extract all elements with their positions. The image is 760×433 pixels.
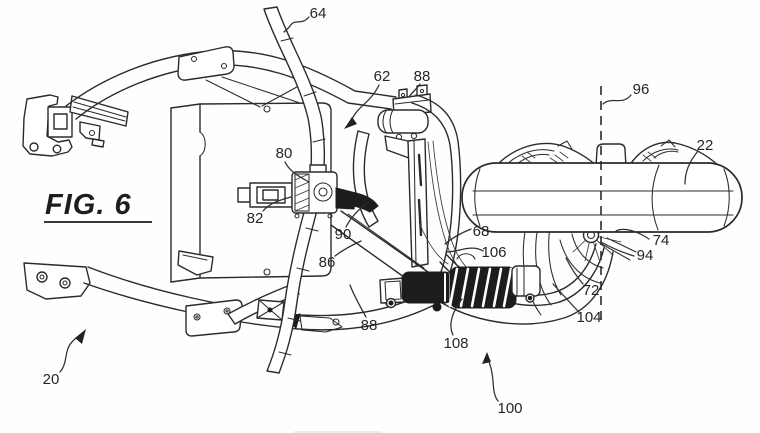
ref-label-22: 22 [697,137,714,154]
leader-lines [59,16,699,402]
figure-caption-text: FIG. 6 [45,189,132,221]
ref-label-94: 94 [637,247,654,264]
ref-label-74: 74 [653,232,670,249]
ref-label-96: 96 [633,81,650,98]
ref-label-90: 90 [335,226,352,243]
front-headstock-drawing [22,94,129,157]
ref-label-80: 80 [276,145,293,162]
ref-label-104: 104 [576,309,601,326]
gearbox-drawing [237,164,429,288]
ref-label-86: 86 [319,254,336,271]
ref-label-106: 106 [481,244,506,261]
figure-caption: FIG. 6 [44,189,152,223]
rear-tire-drawing [461,139,743,233]
top-frame-tube-drawing [65,46,397,120]
ref-label-72: 72 [583,282,600,299]
ref-label-88-top: 88 [414,68,431,85]
ref-label-88-bottom: 88 [361,317,378,334]
ref-label-64: 64 [310,5,327,22]
ref-label-68: 68 [473,223,490,240]
s-tube-drawing [263,6,326,374]
shock-absorber-drawing [379,253,541,312]
ref-label-62: 62 [374,68,391,85]
ref-label-20: 20 [43,371,60,388]
rear-upright-drawing [352,84,462,301]
reference-numerals: 64 62 88 96 22 80 82 90 86 68 106 74 94 … [43,5,714,417]
ref-label-100: 100 [497,400,522,417]
ref-label-82: 82 [247,210,264,227]
ref-label-108: 108 [443,335,468,352]
